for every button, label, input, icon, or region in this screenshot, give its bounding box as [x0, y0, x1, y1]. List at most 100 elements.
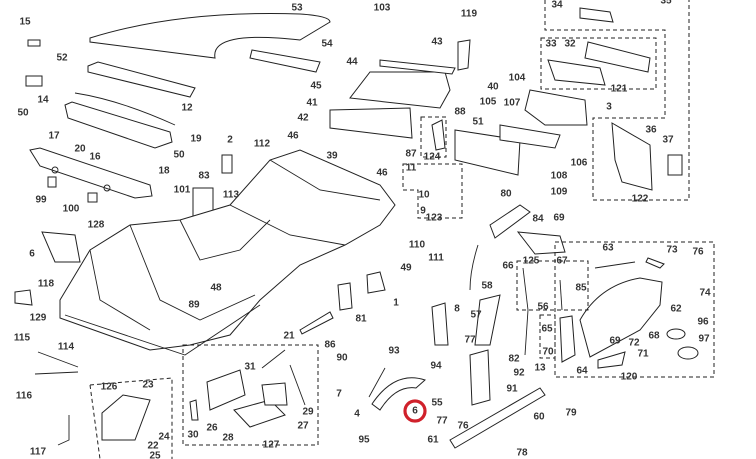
callout-12: 12	[181, 103, 193, 114]
callout-84: 84	[532, 214, 544, 225]
part-box-27	[261, 382, 288, 406]
group-box-127	[182, 344, 319, 446]
callout-93: 93	[388, 346, 400, 357]
callout-49: 49	[400, 263, 412, 274]
callout-121: 121	[611, 84, 628, 95]
callout-28: 28	[222, 433, 234, 444]
callout-6: 6	[29, 249, 35, 260]
part-rail-43	[379, 59, 456, 75]
callout-8: 8	[454, 304, 460, 315]
group-box-122	[544, 0, 690, 201]
callout-126: 126	[101, 382, 118, 393]
callout-3: 3	[606, 102, 612, 113]
callout-127: 127	[263, 440, 280, 451]
highlight-ring	[403, 399, 427, 423]
callout-50: 50	[173, 150, 185, 161]
callout-6: 6	[412, 406, 418, 417]
callout-74: 74	[699, 288, 711, 299]
callout-129: 129	[30, 313, 47, 324]
part-strip-86	[299, 311, 334, 335]
callout-20: 20	[74, 144, 86, 155]
callout-43: 43	[431, 37, 443, 48]
callout-1: 1	[393, 298, 399, 309]
part-wheelhouse-22	[101, 394, 151, 441]
part-brace-29	[289, 364, 306, 406]
callout-66: 66	[502, 261, 514, 272]
part-sill-60	[449, 387, 546, 449]
callout-122: 122	[632, 194, 649, 205]
callout-30: 30	[187, 430, 199, 441]
callout-86: 86	[324, 340, 336, 351]
part-strip-58	[469, 244, 479, 291]
part-trim-73	[645, 257, 665, 269]
part-channel-69	[489, 204, 531, 239]
callout-78: 78	[516, 448, 528, 459]
callout-97: 97	[698, 334, 710, 345]
part-wheelhouse-5	[371, 377, 426, 411]
callout-63: 63	[602, 243, 614, 254]
callout-112: 112	[254, 139, 271, 150]
callout-53: 53	[291, 3, 303, 14]
callout-85: 85	[575, 283, 587, 294]
part-bracket-119	[457, 39, 471, 71]
callout-92: 92	[513, 368, 525, 379]
callout-80: 80	[500, 189, 512, 200]
callout-14: 14	[37, 95, 49, 106]
callout-31: 31	[244, 362, 256, 373]
callout-90: 90	[336, 353, 348, 364]
part-tray-28	[233, 399, 286, 428]
group-box-126	[89, 377, 173, 459]
callout-62: 62	[670, 304, 682, 315]
callout-18: 18	[158, 166, 170, 177]
callout-116: 116	[16, 391, 33, 402]
callout-111: 111	[428, 253, 444, 264]
callout-25: 25	[149, 451, 161, 459]
callout-76: 76	[457, 421, 469, 432]
part-bracket-118	[14, 289, 33, 306]
callout-110: 110	[409, 240, 426, 251]
callout-42: 42	[297, 113, 309, 124]
group-boxes	[89, 0, 715, 459]
callout-96: 96	[697, 317, 709, 328]
callout-60: 60	[533, 412, 545, 423]
part-cap-96	[666, 328, 686, 340]
callout-55: 55	[431, 398, 443, 409]
callout-73: 73	[666, 245, 678, 256]
part-bracket-84	[516, 231, 566, 255]
callout-46: 46	[287, 131, 299, 142]
part-link-116	[34, 371, 79, 375]
part-panel-104	[524, 89, 588, 126]
part-pillar-57	[474, 294, 501, 346]
callout-104: 104	[509, 73, 526, 84]
callout-33: 33	[545, 39, 557, 50]
part-link-115	[37, 351, 79, 368]
part-roof-panel	[89, 13, 331, 59]
part-bracket-14	[25, 75, 43, 87]
part-bracket-88	[431, 119, 446, 151]
callout-26: 26	[206, 423, 218, 434]
part-drawings	[14, 7, 699, 449]
callout-52: 52	[56, 53, 68, 64]
group-box-123	[402, 163, 463, 219]
callout-58: 58	[481, 281, 493, 292]
callout-21: 21	[283, 331, 295, 342]
part-bracket-105	[499, 124, 561, 149]
callout-83: 83	[198, 171, 210, 182]
part-bracket-117	[57, 415, 70, 446]
part-pillar-76	[469, 349, 491, 406]
part-plate-37	[667, 154, 683, 176]
callout-48: 48	[210, 283, 222, 294]
part-rail-52	[87, 61, 196, 98]
callout-2: 2	[227, 135, 233, 146]
callout-76: 76	[692, 247, 704, 258]
part-beam-51	[454, 129, 521, 176]
callout-29: 29	[302, 407, 314, 418]
callout-11: 11	[406, 163, 417, 174]
callout-89: 89	[188, 300, 200, 311]
group-box-120	[554, 241, 715, 378]
callout-45: 45	[310, 81, 322, 92]
callout-40: 40	[487, 82, 499, 93]
